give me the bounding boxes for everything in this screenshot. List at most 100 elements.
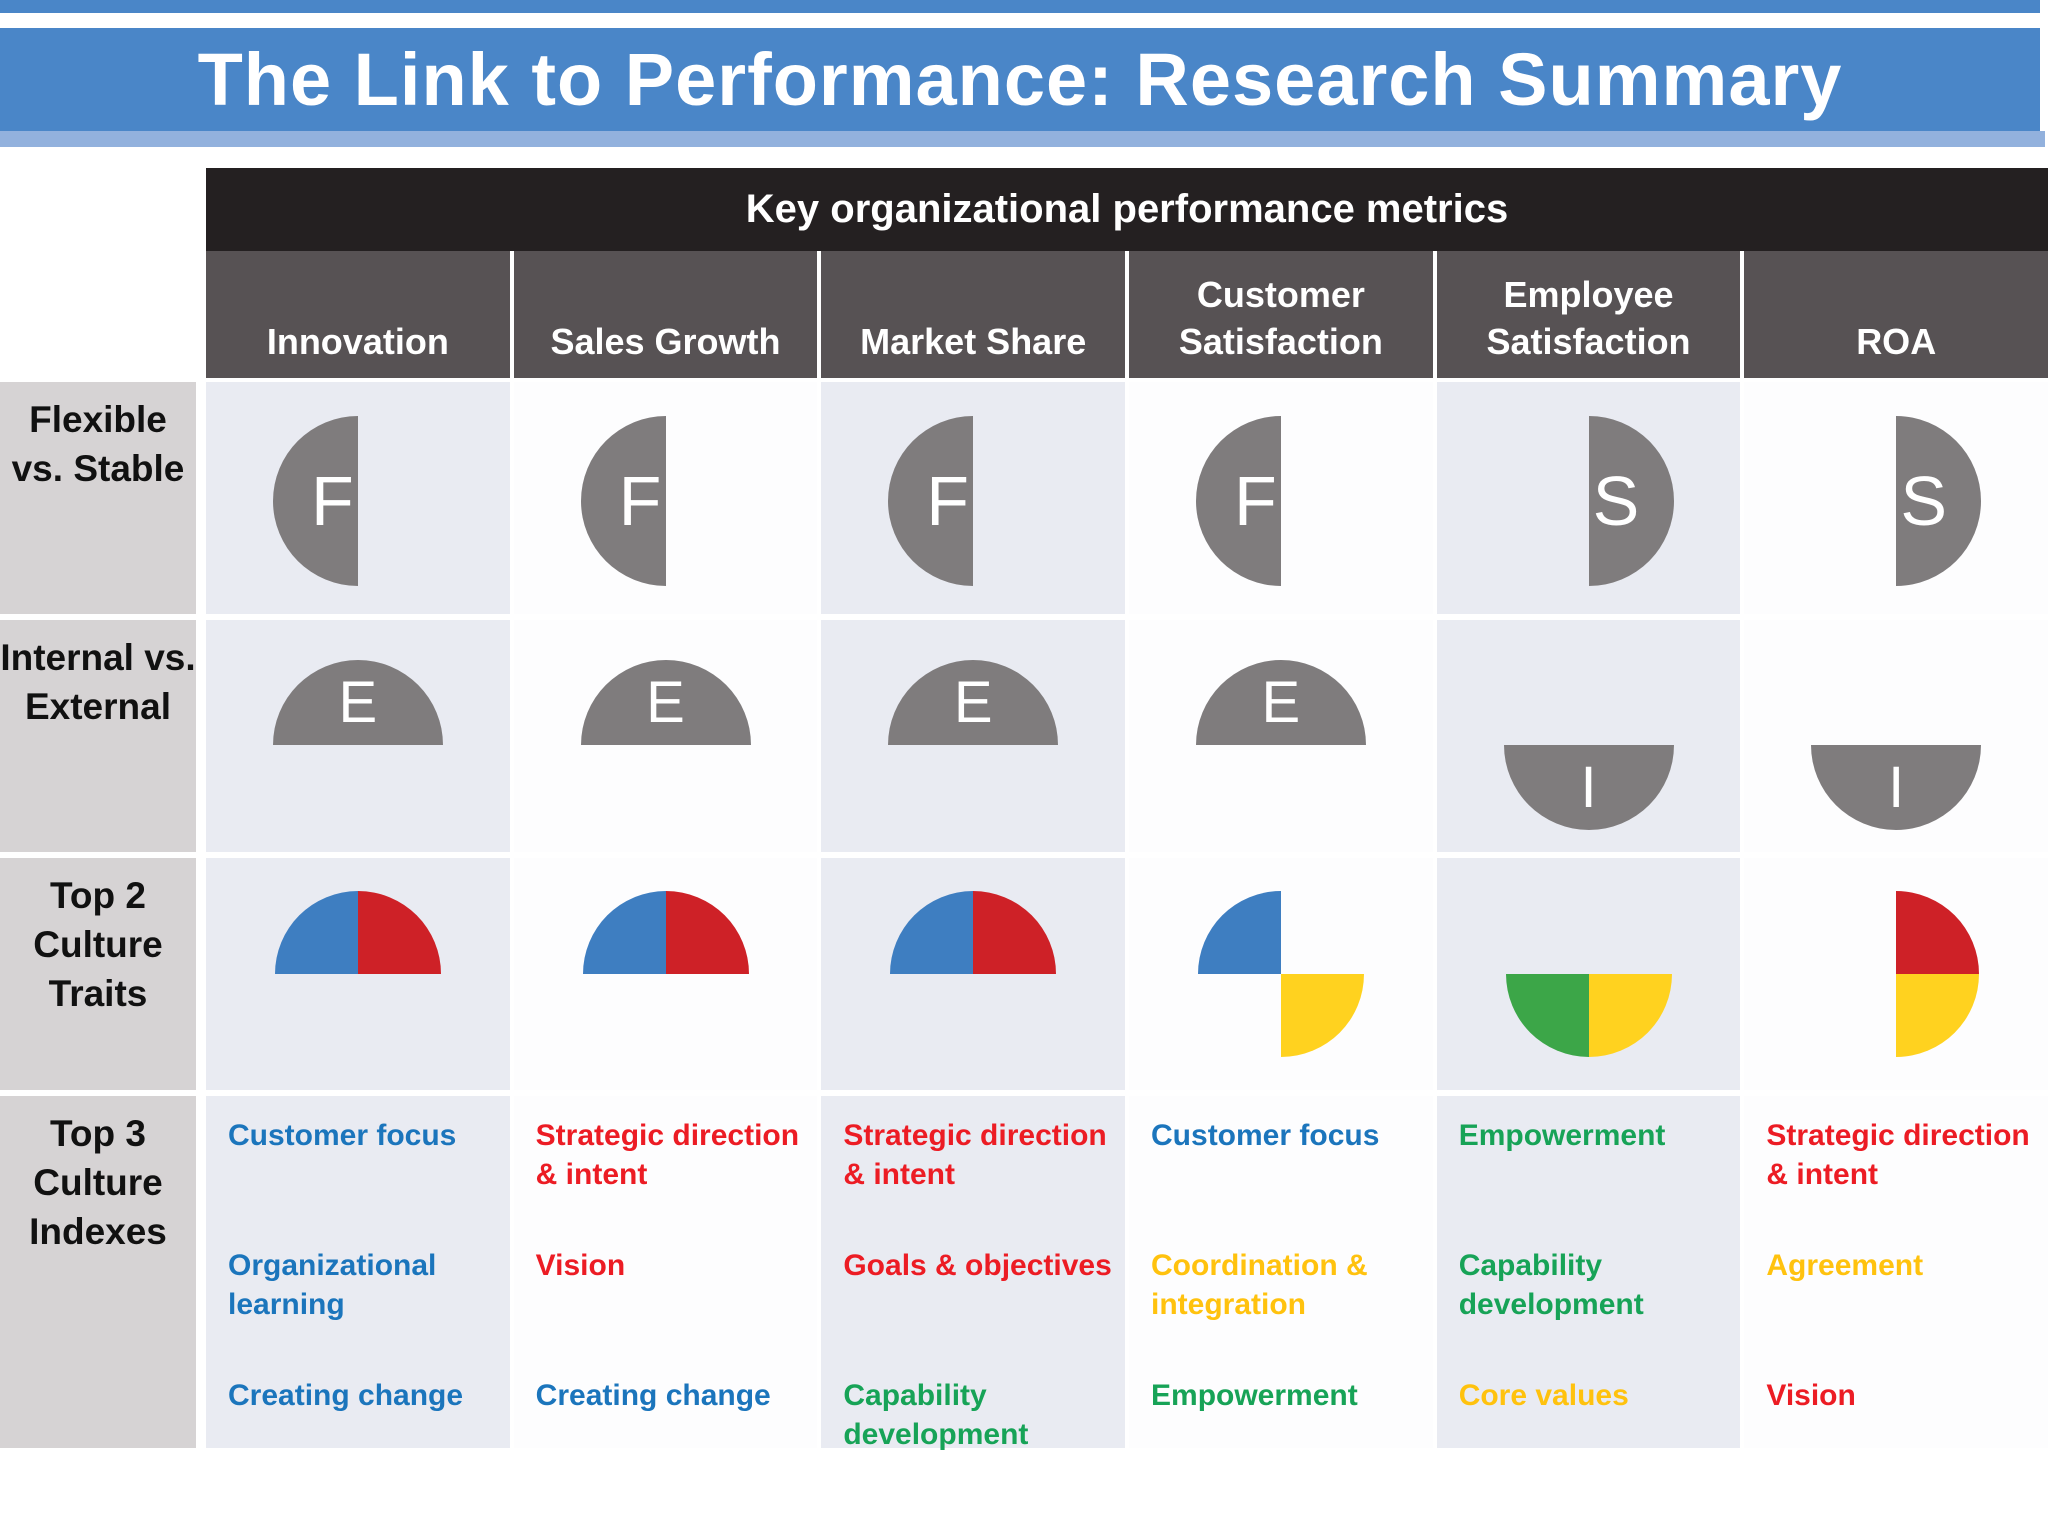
shape-letter-I: I (1580, 755, 1597, 820)
metrics-header: Key organizational performance metrics (206, 168, 2048, 251)
culture-index-item: Organizational learning (228, 1249, 437, 1321)
culture-index-item: Strategic direction & intent (535, 1119, 800, 1191)
culture-index-item: Empowerment (1458, 1119, 1666, 1152)
half-bottom-circle-icon: I (1811, 660, 1982, 830)
table-row-internal-vs-external: Internal vs. External E E E E I I (0, 620, 2048, 852)
metric-cell-roa-internal-vs-external: I (1744, 620, 2048, 852)
column-header-employee-satisfaction: Employee Satisfaction (1436, 251, 1741, 378)
quarter-pie-icon (274, 891, 441, 1057)
culture-index-item: Vision (535, 1249, 626, 1282)
metric-cell-innovation-top-2-culture-traits (206, 858, 510, 1090)
half-bottom-circle-icon: I (1503, 660, 1674, 830)
row-label: Flexible vs. Stable (0, 382, 196, 614)
metric-cell-market-share-internal-vs-external: E (821, 620, 1126, 852)
half-right-circle-icon: S (1504, 416, 1674, 586)
metric-cell-market-share-top-2-culture-traits (821, 858, 1126, 1090)
metric-cell-roa-top-2-culture-traits (1744, 858, 2048, 1090)
quarter-pie-icon (582, 891, 749, 1057)
culture-index-item: Empowerment (1151, 1379, 1358, 1412)
pie-quarter-tr-red (357, 891, 441, 974)
half-left-circle-icon: F (272, 416, 443, 586)
metric-cell-employee-satisfaction-top-2-culture-traits (1436, 858, 1741, 1090)
header-spacer (0, 168, 206, 251)
column-header-customer-satisfaction: Customer Satisfaction (1129, 251, 1433, 378)
metric-cell-sales-growth-top-2-culture-traits (513, 858, 818, 1090)
shape-letter-E: E (1261, 670, 1301, 735)
shape-letter-F: F (310, 462, 354, 540)
shape-letter-E: E (338, 670, 378, 735)
half-left-circle-icon: F (888, 416, 1058, 586)
top-accent-strip (0, 0, 2040, 13)
pie-quarter-tr-red (665, 891, 749, 974)
shape-letter-F: F (1233, 462, 1277, 540)
half-top-circle-icon: E (580, 660, 751, 830)
title-band: The Link to Performance: Research Summar… (0, 28, 2040, 131)
row-label: Top 2 Culture Traits (0, 858, 196, 1090)
culture-index-item: Customer focus (1151, 1119, 1380, 1152)
metrics-header-row: Key organizational performance metrics (0, 168, 2048, 251)
header-spacer (0, 251, 206, 378)
performance-table: Key organizational performance metrics I… (0, 168, 2048, 1451)
quarter-pie-icon (1813, 891, 1980, 1057)
culture-index-item: Core values (1458, 1379, 1629, 1412)
pie-quarter-tl-blue (890, 891, 974, 974)
culture-index-item: Strategic direction & intent (843, 1119, 1107, 1191)
half-left-circle-icon: F (580, 416, 751, 586)
title-underline (0, 131, 2045, 147)
culture-index-item: Agreement (1766, 1249, 1924, 1282)
culture-index-item: Creating change (228, 1379, 464, 1412)
shape-letter-E: E (953, 670, 993, 735)
culture-index-item: Goals & objectives (843, 1249, 1112, 1282)
column-header-sales-growth: Sales Growth (513, 251, 818, 378)
metric-cell-innovation-flexible-vs-stable: F (206, 382, 510, 614)
pie-quarter-br-yellow (1896, 974, 1980, 1057)
column-header-innovation: Innovation (206, 251, 510, 378)
metric-cell-employee-satisfaction-flexible-vs-stable: S (1436, 382, 1741, 614)
culture-index-item: Capability development (843, 1379, 1029, 1451)
pie-quarter-tr-red (1896, 891, 1980, 974)
culture-index-item: Capability development (1458, 1249, 1644, 1321)
pie-quarter-tl-blue (1197, 891, 1281, 974)
pie-quarter-tl-blue (582, 891, 666, 974)
quarter-pie-icon (890, 891, 1057, 1057)
row-label: Internal vs. External (0, 620, 196, 852)
shape-letter-F: F (926, 462, 970, 540)
shape-letter-S: S (1900, 462, 1948, 540)
metric-cell-customer-satisfaction-top-2-culture-traits (1129, 858, 1433, 1090)
quarter-pie-icon (1505, 891, 1672, 1057)
metric-cell-sales-growth-flexible-vs-stable: F (513, 382, 818, 614)
pie-quarter-br-yellow (1280, 974, 1364, 1057)
culture-index-item: Customer focus (228, 1119, 457, 1152)
half-left-circle-icon: F (1195, 416, 1366, 586)
pie-quarter-tr-red (973, 891, 1057, 974)
metric-cell-roa-flexible-vs-stable: S (1744, 382, 2048, 614)
table-row-top-2-culture-traits: Top 2 Culture Traits (0, 858, 2048, 1090)
culture-index-item: Vision (1766, 1379, 1856, 1412)
pie-quarter-br-yellow (1588, 974, 1672, 1057)
metric-cell-innovation-internal-vs-external: E (206, 620, 510, 852)
culture-index-item: Creating change (535, 1379, 771, 1412)
shape-letter-E: E (646, 670, 685, 735)
pie-quarter-bl-green (1505, 974, 1589, 1057)
shape-letter-I: I (1888, 755, 1905, 820)
metric-cell-sales-growth-internal-vs-external: E (513, 620, 818, 852)
shape-letter-F: F (618, 462, 662, 540)
metric-cell-employee-satisfaction-internal-vs-external: I (1436, 620, 1741, 852)
half-top-circle-icon: E (272, 660, 443, 830)
table-row-flexible-vs-stable: Flexible vs. Stable F F F F S S (0, 382, 2048, 614)
metric-cell-customer-satisfaction-flexible-vs-stable: F (1129, 382, 1433, 614)
shape-letter-S: S (1592, 462, 1640, 540)
quarter-pie-icon (1197, 891, 1364, 1057)
metric-cell-market-share-flexible-vs-stable: F (821, 382, 1126, 614)
culture-index-item: Coordination & integration (1151, 1249, 1368, 1321)
column-header-roa: ROA (1744, 251, 2048, 378)
culture-index-item: Strategic direction & intent (1766, 1119, 2030, 1191)
